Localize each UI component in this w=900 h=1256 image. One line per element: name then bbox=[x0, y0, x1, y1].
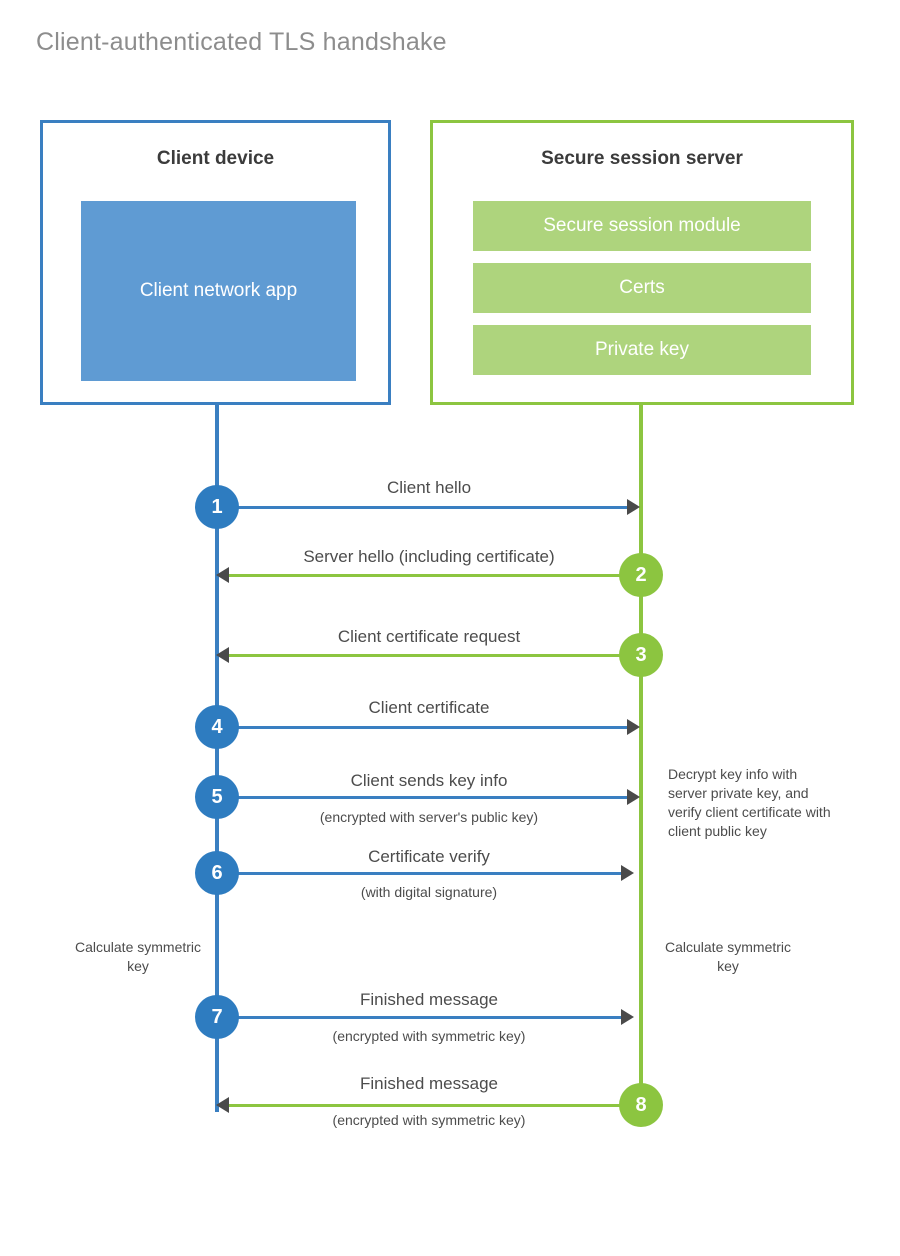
step-1-arrow-line bbox=[217, 506, 627, 509]
note-client-calculate-symmetric-key: Calculate symmetric key bbox=[74, 939, 202, 974]
step-3-arrow-line bbox=[229, 654, 641, 657]
step-5-label: Client sends key info bbox=[350, 771, 508, 790]
step-8-arrow-head bbox=[216, 1097, 229, 1113]
client-network-app-block: Client network app bbox=[81, 201, 356, 381]
step-1-label: Client hello bbox=[386, 478, 472, 497]
step-circle-3[interactable]: 3 bbox=[619, 633, 663, 677]
step-2-arrow-line bbox=[229, 574, 641, 577]
step-6-arrow-line bbox=[217, 872, 621, 875]
step-circle-1[interactable]: 1 bbox=[195, 485, 239, 529]
server-component-private-key: Private key bbox=[473, 325, 811, 375]
step-6-label: Certificate verify bbox=[368, 847, 490, 866]
step-3-label: Client certificate request bbox=[337, 627, 521, 646]
step-7-label: Finished message bbox=[360, 990, 498, 1009]
step-circle-2[interactable]: 2 bbox=[619, 553, 663, 597]
page-title: Client-authenticated TLS handshake bbox=[36, 28, 447, 56]
step-2-label: Server hello (including certificate) bbox=[303, 547, 555, 566]
server-component-certs: Certs bbox=[473, 263, 811, 313]
server-component-secure-session-module: Secure session module bbox=[473, 201, 811, 251]
step-7-arrow-line bbox=[217, 1016, 621, 1019]
step-4-label: Client certificate bbox=[368, 698, 490, 717]
step-circle-8[interactable]: 8 bbox=[619, 1083, 663, 1127]
step-4-arrow-head bbox=[627, 719, 640, 735]
server-lifeline bbox=[639, 405, 643, 1105]
client-lifeline bbox=[215, 405, 219, 1112]
client-device-title: Client device bbox=[156, 148, 275, 169]
step-5-sublabel: (encrypted with server's public key) bbox=[319, 809, 539, 825]
step-circle-7[interactable]: 7 bbox=[195, 995, 239, 1039]
secure-session-server-title: Secure session server bbox=[541, 148, 743, 169]
step-4-arrow-line bbox=[217, 726, 627, 729]
step-circle-5[interactable]: 5 bbox=[195, 775, 239, 819]
step-7-arrow-head bbox=[621, 1009, 634, 1025]
step-8-label: Finished message bbox=[360, 1074, 498, 1093]
step-8-arrow-line bbox=[229, 1104, 641, 1107]
note-server-calculate-symmetric-key: Calculate symmetric key bbox=[664, 939, 792, 974]
step-6-arrow-head bbox=[621, 865, 634, 881]
step-7-sublabel: (encrypted with symmetric key) bbox=[332, 1028, 526, 1044]
step-8-sublabel: (encrypted with symmetric key) bbox=[332, 1112, 526, 1128]
note-server-decrypt: Decrypt key info with server private key… bbox=[668, 766, 831, 839]
step-5-arrow-line bbox=[217, 796, 627, 799]
step-circle-4[interactable]: 4 bbox=[195, 705, 239, 749]
step-2-arrow-head bbox=[216, 567, 229, 583]
step-5-arrow-head bbox=[627, 789, 640, 805]
client-device-box: Client device Client network app bbox=[40, 120, 391, 405]
step-3-arrow-head bbox=[216, 647, 229, 663]
step-1-arrow-head bbox=[627, 499, 640, 515]
step-6-sublabel: (with digital signature) bbox=[360, 884, 498, 900]
secure-session-server-box: Secure session server Secure session mod… bbox=[430, 120, 854, 405]
step-circle-6[interactable]: 6 bbox=[195, 851, 239, 895]
